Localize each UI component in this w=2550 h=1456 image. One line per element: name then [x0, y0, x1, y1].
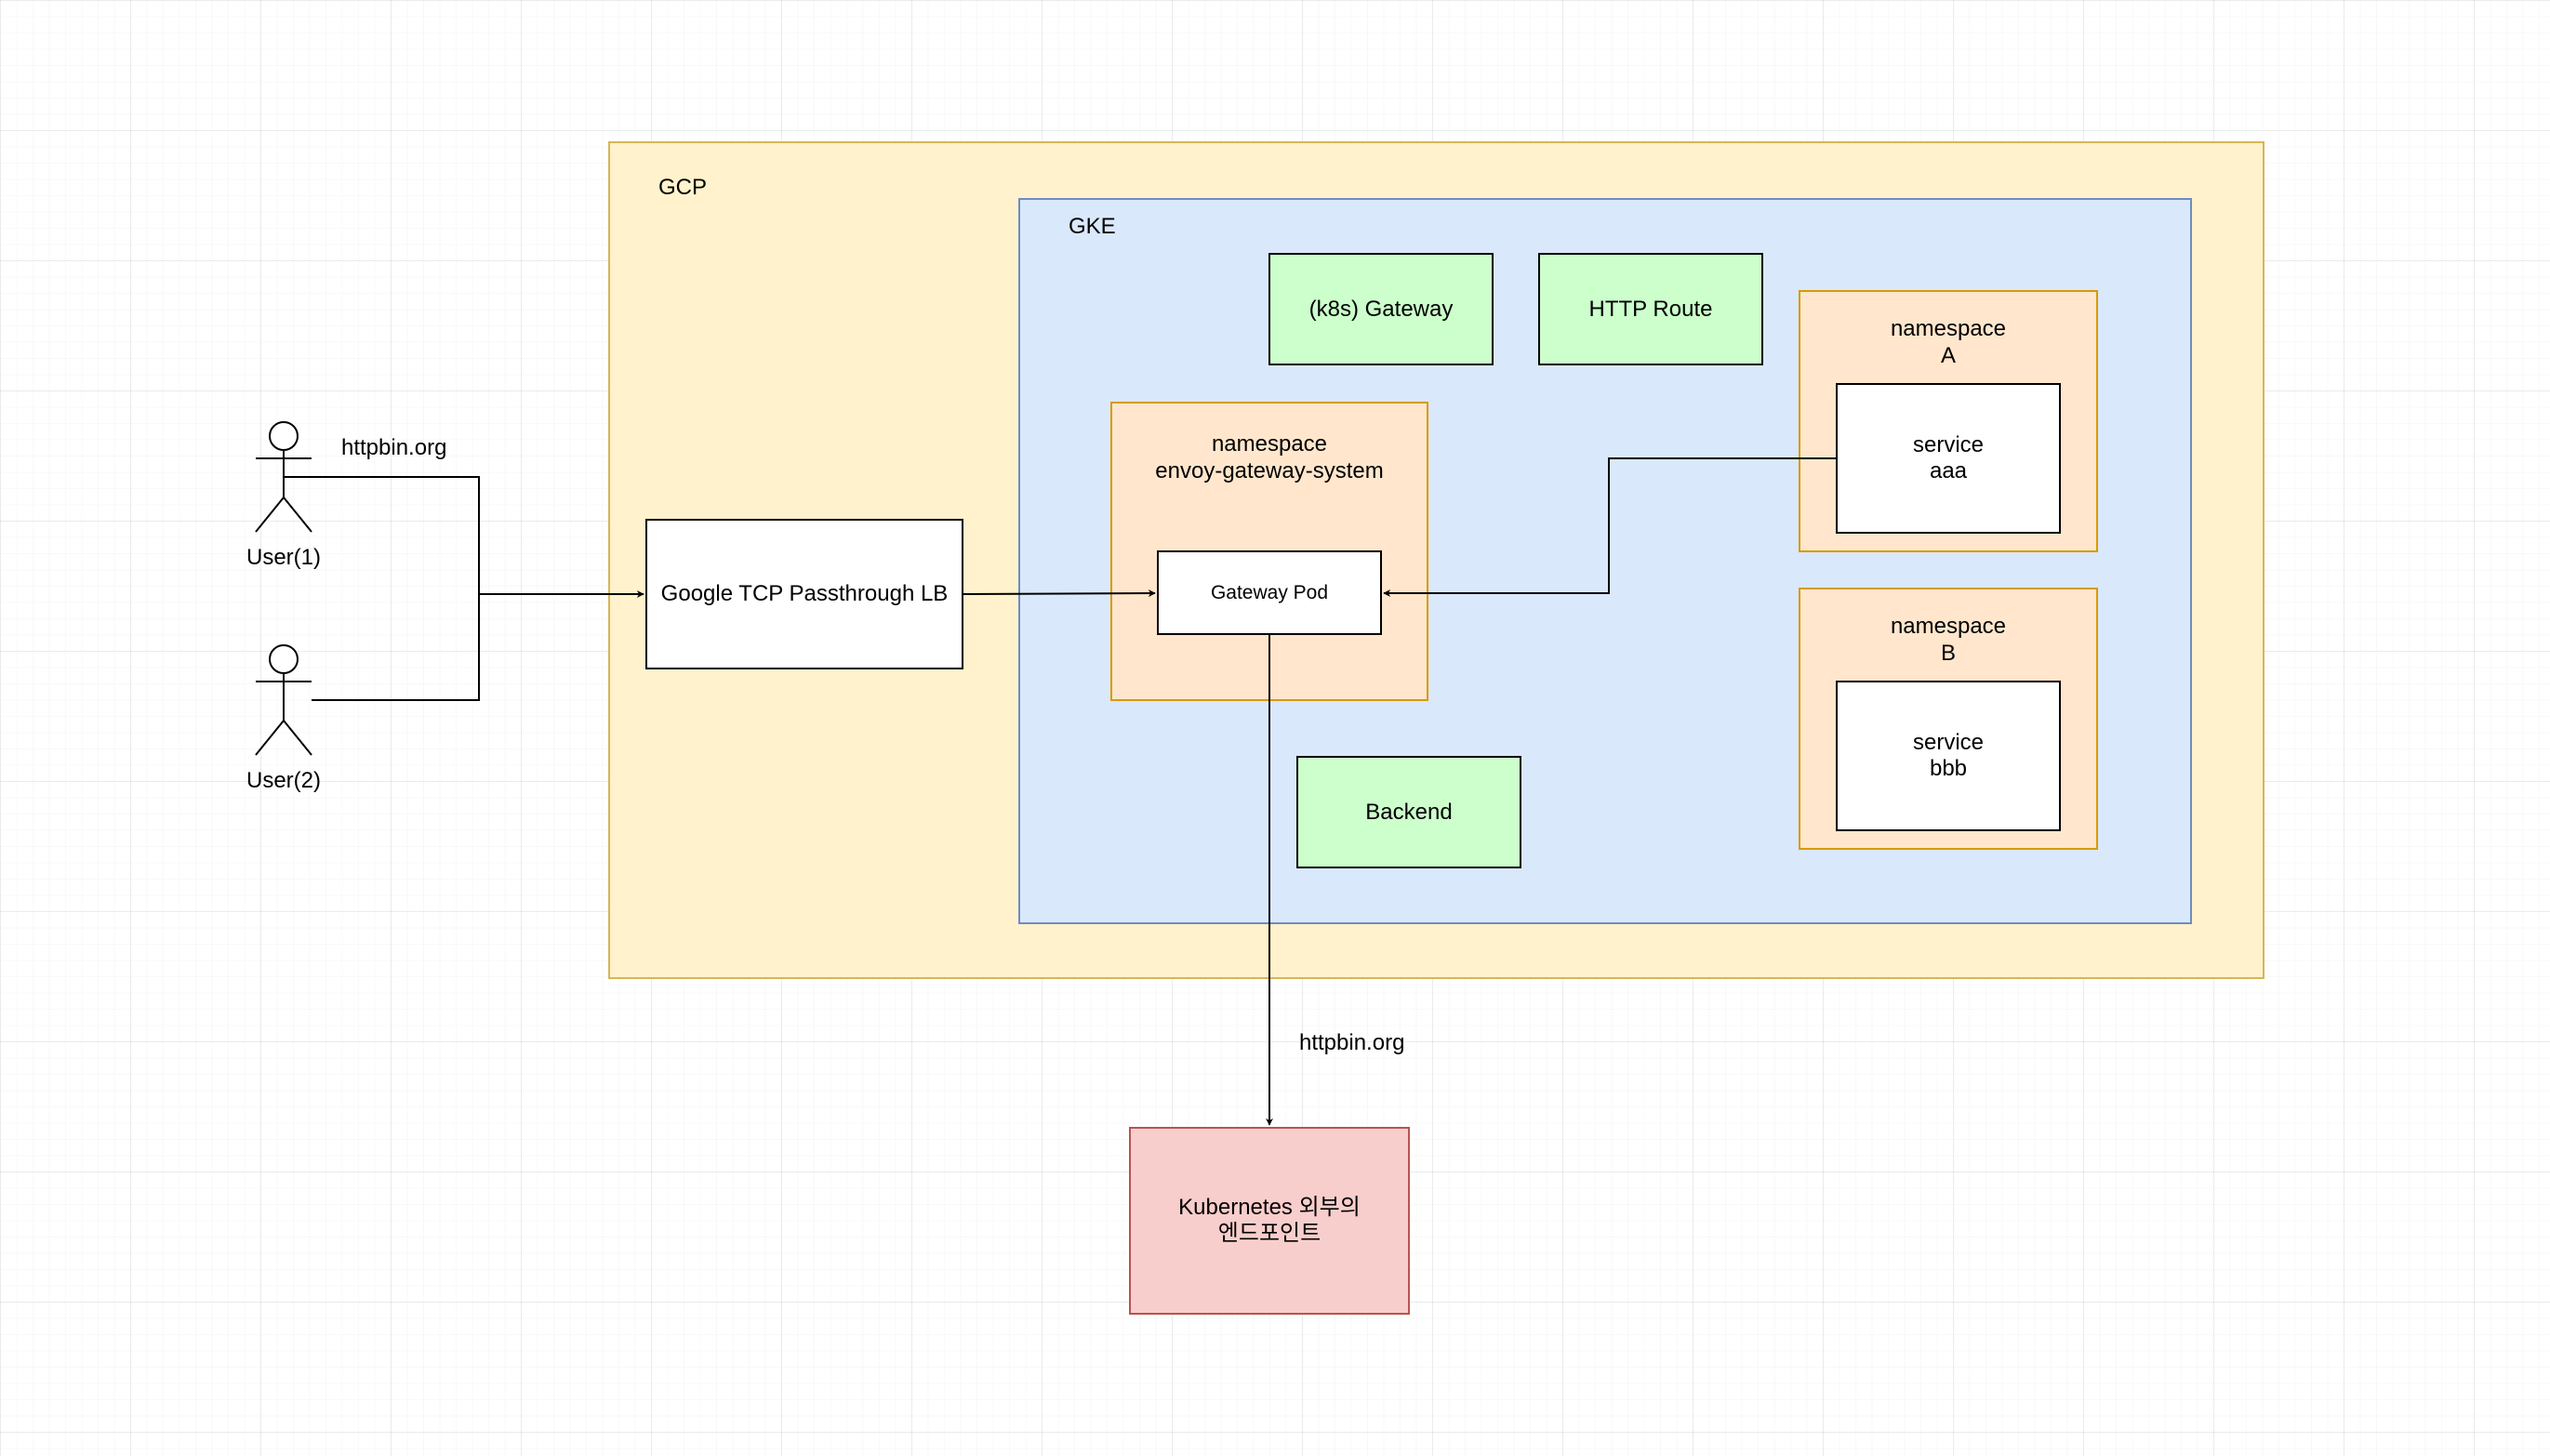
- http-route-box[interactable]: HTTP Route: [1538, 253, 1763, 365]
- namespace-b-title: namespace B: [1800, 613, 2096, 667]
- k8s-gateway-label: (k8s) Gateway: [1308, 296, 1454, 322]
- gke-label: GKE: [1069, 214, 1116, 239]
- backend-label: Backend: [1365, 799, 1453, 825]
- namespace-envoy-title: namespace envoy-gateway-system: [1112, 430, 1427, 484]
- service-bbb-box[interactable]: service bbb: [1836, 681, 2061, 831]
- edge-user2-to-lb: [312, 594, 480, 701]
- user-1-label: User(1): [246, 545, 321, 570]
- lb-label: Google TCP Passthrough LB: [660, 581, 949, 606]
- edge-lb-to-gateway-pod: [963, 589, 1156, 598]
- external-endpoint-line1: Kubernetes 외부의: [1178, 1195, 1361, 1220]
- edge-label-external-httpbin: httpbin.org: [1299, 1030, 1405, 1055]
- external-endpoint-box[interactable]: Kubernetes 외부의 엔드포인트: [1129, 1127, 1410, 1315]
- backend-box[interactable]: Backend: [1296, 756, 1521, 868]
- gateway-pod-label: Gateway Pod: [1210, 581, 1329, 603]
- namespace-b-line2: B: [1940, 641, 1956, 666]
- namespace-b-line1: namespace: [1890, 614, 2007, 639]
- service-bbb-line2: bbb: [1929, 756, 1968, 781]
- namespace-envoy-line1: namespace: [1211, 431, 1328, 457]
- namespace-a-line2: A: [1940, 343, 1956, 368]
- service-aaa-line1: service: [1912, 432, 1985, 457]
- service-aaa-box[interactable]: service aaa: [1836, 383, 2061, 534]
- service-bbb-line1: service: [1912, 730, 1985, 755]
- edge-label-users-httpbin: httpbin.org: [341, 435, 447, 460]
- namespace-a-title: namespace A: [1800, 315, 2096, 369]
- external-endpoint-line2: 엔드포인트: [1217, 1221, 1321, 1246]
- user-2-label: User(2): [246, 768, 321, 793]
- namespace-a-line1: namespace: [1890, 316, 2007, 341]
- edge-user1-to-lb: [284, 476, 644, 598]
- user-2-actor-icon[interactable]: [255, 644, 312, 756]
- http-route-label: HTTP Route: [1588, 296, 1713, 322]
- gateway-pod-box[interactable]: Gateway Pod: [1157, 550, 1382, 635]
- gcp-label: GCP: [658, 175, 708, 200]
- namespace-envoy-line2: envoy-gateway-system: [1155, 458, 1384, 483]
- edge-service-aaa-to-gateway-pod: [1383, 457, 1836, 597]
- google-tcp-passthrough-lb-box[interactable]: Google TCP Passthrough LB: [645, 519, 963, 669]
- k8s-gateway-box[interactable]: (k8s) Gateway: [1268, 253, 1494, 365]
- user-1-actor-icon[interactable]: [255, 421, 312, 533]
- service-aaa-line2: aaa: [1929, 458, 1968, 483]
